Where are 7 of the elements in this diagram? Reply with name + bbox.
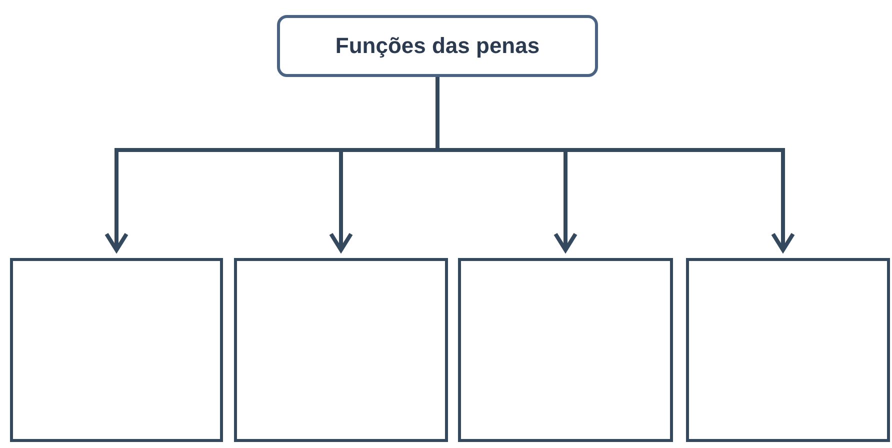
empty-box bbox=[458, 258, 673, 442]
heading-text: Funções das penas bbox=[335, 33, 540, 59]
empty-box bbox=[234, 258, 448, 442]
empty-box bbox=[10, 258, 223, 442]
arrow bbox=[436, 77, 795, 252]
empty-box bbox=[686, 258, 890, 442]
title-box bbox=[277, 15, 598, 77]
